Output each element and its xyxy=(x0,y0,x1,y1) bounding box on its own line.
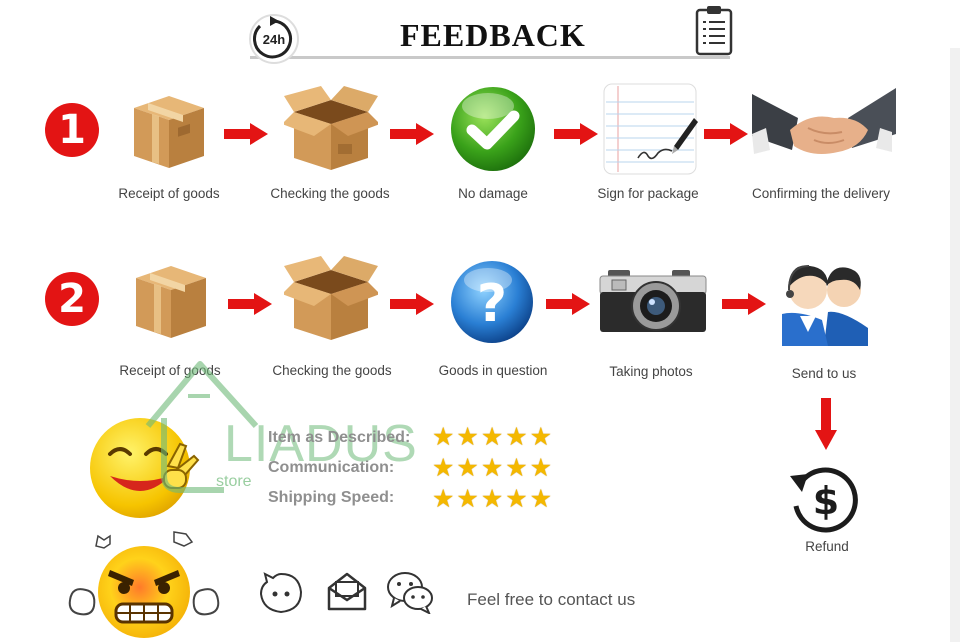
customer-service-icon xyxy=(782,265,868,346)
step-caption: Taking photos xyxy=(609,364,693,379)
step-number-2: 2 xyxy=(45,272,99,326)
wechat-icon xyxy=(387,572,433,614)
arrow-right-icon xyxy=(228,293,272,315)
rating-stars: ★★★★★ xyxy=(432,484,555,513)
step-caption: No damage xyxy=(458,186,528,201)
clock-24h-icon: 24h xyxy=(249,14,299,64)
envelope-icon xyxy=(327,572,367,611)
angry-face-icon xyxy=(68,531,220,638)
closed-box-icon xyxy=(136,266,206,338)
page-title: FEEDBACK xyxy=(400,17,586,53)
arrow-right-icon xyxy=(722,293,766,315)
closed-box-icon xyxy=(134,96,204,168)
arrow-down-icon xyxy=(815,398,837,450)
house-logo-icon xyxy=(145,361,259,493)
clipboard-icon xyxy=(695,6,733,56)
step-number-1: 1 xyxy=(45,103,99,157)
arrow-right-icon xyxy=(390,123,434,145)
rating-label: Item as Described: xyxy=(268,429,411,446)
signed-document-icon xyxy=(603,83,698,175)
open-box-icon xyxy=(284,86,378,170)
open-box-icon xyxy=(284,256,378,340)
step-caption: Send to us xyxy=(791,366,857,381)
rating-stars: ★★★★★ xyxy=(432,422,555,451)
arrow-right-icon xyxy=(554,123,598,145)
step-caption: Sign for package xyxy=(597,186,699,201)
step-caption: Receipt of goods xyxy=(118,186,220,201)
clock-24h-label: 24h xyxy=(263,32,285,47)
contact-text: Feel free to contact us xyxy=(467,590,636,609)
step-caption: Confirming the delivery xyxy=(751,186,891,201)
watermark-store: store xyxy=(216,473,252,490)
question-mark-icon: ? xyxy=(451,261,533,343)
header-banner xyxy=(250,14,730,59)
refund-label: Refund xyxy=(805,539,849,554)
svg-text:$: $ xyxy=(813,479,839,523)
step-caption: Checking the goods xyxy=(270,186,390,201)
rating-label: Communication: xyxy=(268,459,395,476)
camera-icon xyxy=(599,270,707,332)
arrow-right-icon xyxy=(704,123,748,145)
rating-stars: ★★★★★ xyxy=(432,453,555,482)
right-divider xyxy=(950,48,960,642)
arrow-right-icon xyxy=(546,293,590,315)
check-mark-icon xyxy=(451,87,535,171)
step-caption: Goods in question xyxy=(438,363,548,378)
rating-label: Shipping Speed: xyxy=(268,489,395,506)
arrow-right-icon xyxy=(224,123,268,145)
chat-bubble-icon xyxy=(259,572,303,614)
handshake-icon xyxy=(752,88,896,154)
step-caption: Checking the goods xyxy=(272,363,392,378)
refund-icon: $ xyxy=(790,467,858,533)
svg-text:?: ? xyxy=(477,274,507,334)
arrow-right-icon xyxy=(390,293,434,315)
watermark-brand: LIADUS xyxy=(224,415,418,473)
